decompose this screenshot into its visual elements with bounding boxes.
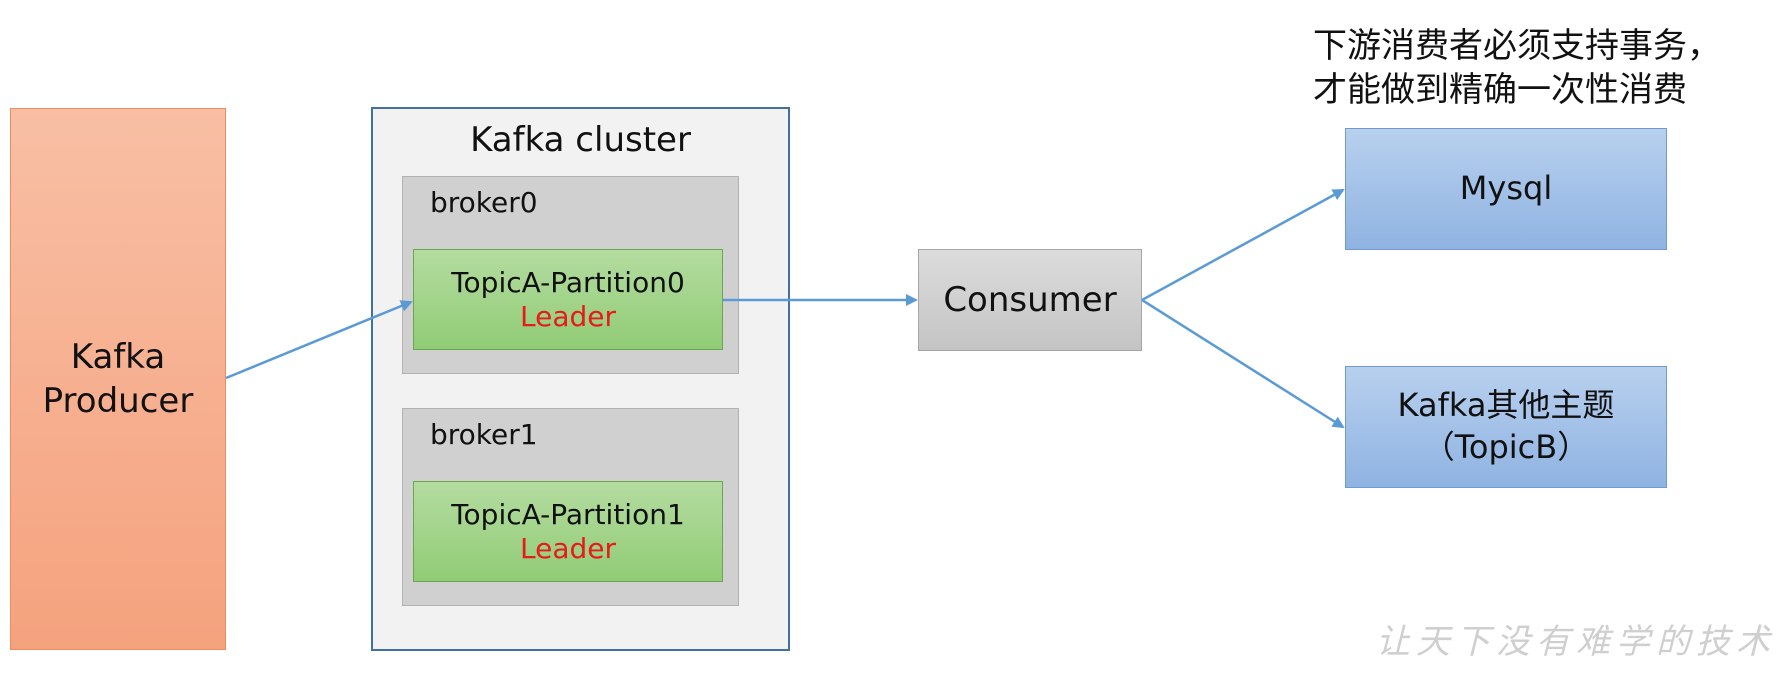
arrow-consumer-to-mysql xyxy=(1141,188,1345,302)
note-line1: 下游消费者必须支持事务， xyxy=(1313,26,1721,66)
arrow-consumer-to-kafka-topicb xyxy=(1141,298,1345,429)
mysql-box: Mysql xyxy=(1345,128,1667,250)
partition0-leader-label: Leader xyxy=(519,299,616,333)
kafka-producer-box: Kafka Producer xyxy=(10,108,226,650)
consumer-label: Consumer xyxy=(943,280,1117,320)
producer-label-line1: Kafka xyxy=(70,336,166,377)
partition0-name: TopicA-Partition0 xyxy=(451,265,685,299)
broker1-label: broker1 xyxy=(430,418,538,451)
broker0-label: broker0 xyxy=(430,186,538,219)
watermark-text: 让天下没有难学的技术 xyxy=(1376,622,1776,662)
topica-partition1-box: TopicA-Partition1 Leader xyxy=(413,481,723,582)
partition1-leader-label: Leader xyxy=(519,531,616,565)
note-line2: 才能做到精确一次性消费 xyxy=(1313,70,1687,111)
partition1-name: TopicA-Partition1 xyxy=(451,497,685,531)
kafka-topic-label-line1: Kafka其他主题 xyxy=(1397,386,1615,425)
kafka-topicb-box: Kafka其他主题 （TopicB） xyxy=(1345,366,1667,488)
arrow-producer-to-partition0 xyxy=(225,300,413,380)
producer-label-line2: Producer xyxy=(42,381,194,421)
kafka-topic-label-line2: （TopicB） xyxy=(1422,428,1590,466)
consumer-box: Consumer xyxy=(918,249,1142,351)
topica-partition0-box: TopicA-Partition0 Leader xyxy=(413,249,723,350)
transaction-note: 下游消费者必须支持事务， 才能做到精确一次性消费 xyxy=(1313,24,1773,112)
kafka-cluster-title: Kafka cluster xyxy=(470,120,691,160)
mysql-label: Mysql xyxy=(1459,169,1553,208)
